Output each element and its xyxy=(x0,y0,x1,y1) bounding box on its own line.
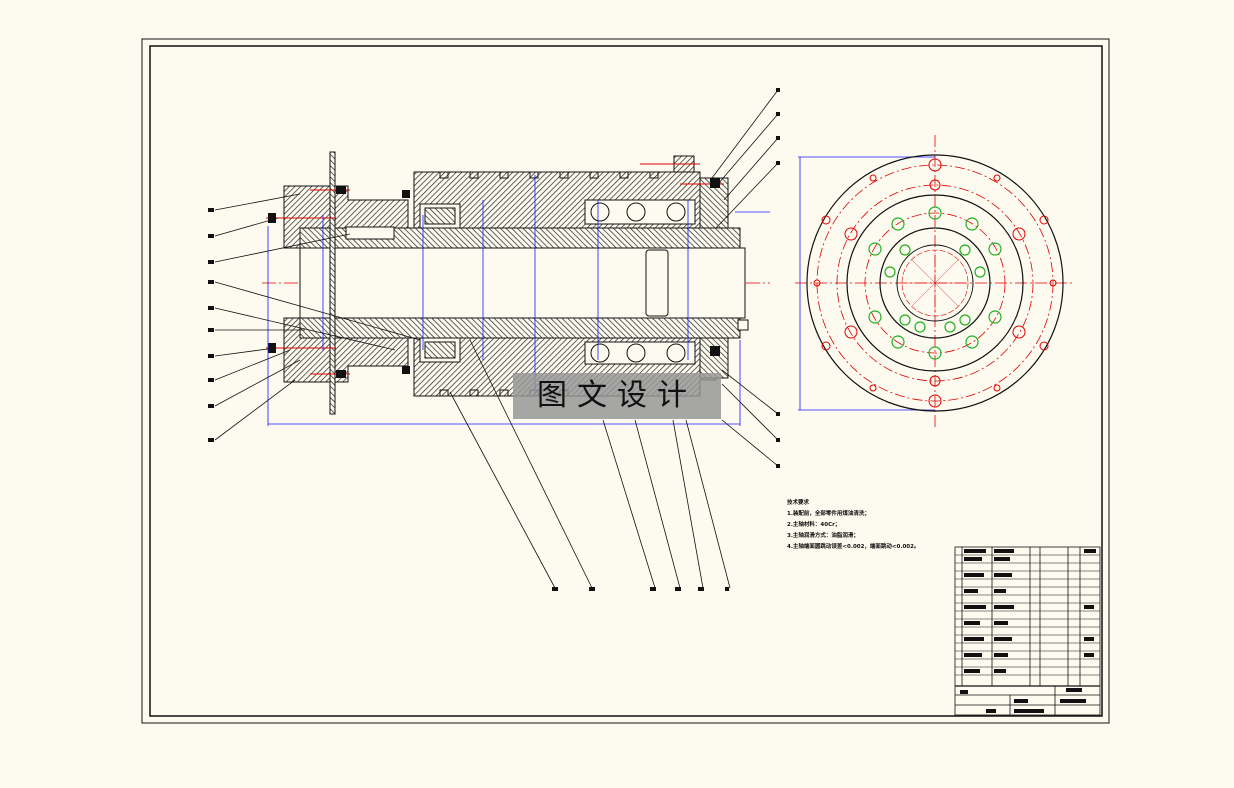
watermark: 图文设计 xyxy=(513,373,721,419)
outer-frame xyxy=(141,38,1110,724)
notes-item: 4.主轴端面圆跳动误差<0.002，端面跳动<0.002。 xyxy=(787,544,920,550)
notes-item: 2.主轴材料：40Cr； xyxy=(787,522,841,528)
spindle-section-view xyxy=(208,88,780,591)
spindle-end-view xyxy=(795,135,1075,430)
technical-requirements: 技术要求 1.装配前，全部零件用煤油清洗； 2.主轴材料：40Cr； 3.主轴润… xyxy=(787,498,919,553)
notes-item: 1.装配前，全部零件用煤油清洗； xyxy=(787,511,870,517)
inner-frame xyxy=(149,45,1103,717)
notes-title: 技术要求 xyxy=(787,500,810,506)
title-block xyxy=(954,546,1101,716)
notes-item: 3.主轴润滑方式：油脂润滑； xyxy=(787,533,859,539)
